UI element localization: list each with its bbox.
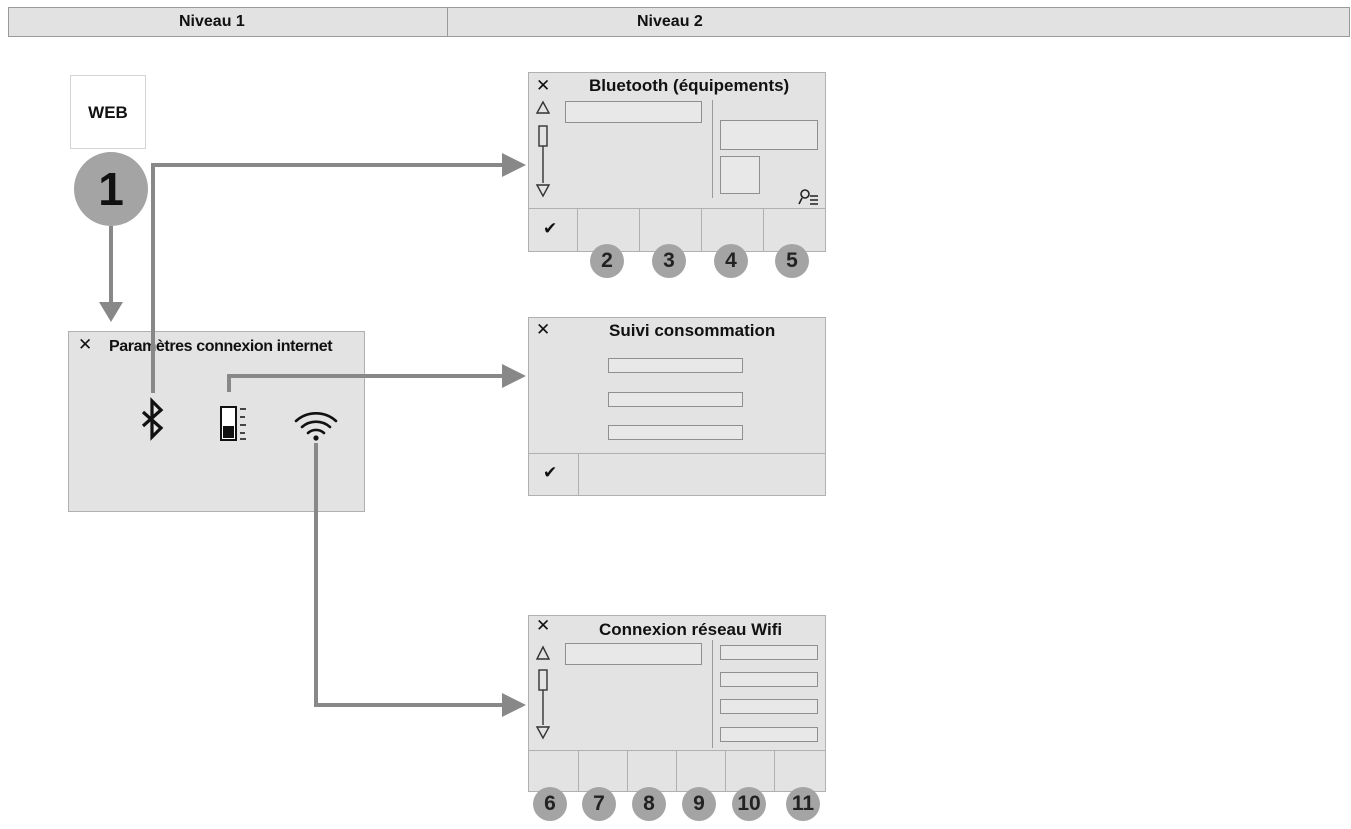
header-divider <box>447 7 448 37</box>
consumption-panel-title: Suivi consommation <box>609 321 776 340</box>
wifi-tab-button[interactable] <box>578 751 627 792</box>
panel-divider <box>712 640 713 748</box>
step-badge-5: 5 <box>775 244 809 278</box>
confirm-icon[interactable]: ✔ <box>543 463 558 482</box>
network-list-field <box>565 643 702 665</box>
step-badge-8: 8 <box>632 787 666 821</box>
wifi-tab-button[interactable] <box>627 751 676 792</box>
level1-label: Niveau 1 <box>179 13 245 30</box>
bluetooth-panel-title: Bluetooth (équipements) <box>589 76 790 95</box>
bluetooth-tab-button[interactable] <box>577 209 639 252</box>
arrow-head-wifi <box>502 693 526 717</box>
wifi-tab-button[interactable] <box>774 751 826 792</box>
consumption-field <box>608 392 743 407</box>
button-bar-divider <box>528 453 826 454</box>
wifi-info-field <box>720 699 818 714</box>
wifi-info-field <box>720 727 818 742</box>
arrow-to-wifi <box>314 443 506 707</box>
arrow-to-bluetooth <box>151 163 506 393</box>
bluetooth-tab-button[interactable] <box>763 209 826 252</box>
wifi-panel-title: Connexion réseau Wifi <box>599 620 783 639</box>
internet-settings-title: Paramètres connexion internet <box>109 338 333 355</box>
wifi-info-field <box>720 672 818 687</box>
close-icon[interactable]: ✕ <box>78 335 93 354</box>
arrow-head-consumption <box>502 364 526 388</box>
step-badge-9: 9 <box>682 787 716 821</box>
button-bar-divider <box>528 750 826 751</box>
step-badge-1: 1 <box>74 152 148 226</box>
device-image-field <box>720 156 760 194</box>
bluetooth-tab-button[interactable] <box>701 209 763 252</box>
level2-label: Niveau 2 <box>637 13 703 30</box>
arrow-head-menu <box>99 302 123 322</box>
wifi-scrollbar <box>535 645 551 740</box>
device-info-field <box>720 120 818 150</box>
device-list-field <box>565 101 702 123</box>
level-header: Niveau 1 Niveau 2 <box>8 7 1350 37</box>
wifi-tab-button[interactable] <box>676 751 725 792</box>
bluetooth-tab-button[interactable] <box>639 209 701 252</box>
step-badge-6: 6 <box>533 787 567 821</box>
bluetooth-icon <box>141 397 164 441</box>
step-badge-2: 2 <box>590 244 624 278</box>
wifi-tab-button[interactable] <box>725 751 774 792</box>
step-badge-10: 10 <box>732 787 766 821</box>
close-icon[interactable]: ✕ <box>536 320 551 339</box>
consumption-action-button[interactable] <box>578 454 826 496</box>
wifi-info-field <box>720 645 818 660</box>
confirm-icon[interactable]: ✔ <box>543 219 558 238</box>
button-bar-divider <box>528 208 826 209</box>
step-badge-3: 3 <box>652 244 686 278</box>
arrow-head-bluetooth <box>502 153 526 177</box>
arrow-to-consumption <box>227 374 506 392</box>
panel-divider <box>712 100 713 198</box>
data-usage-icon <box>220 406 246 441</box>
device-search-icon <box>798 189 818 205</box>
close-icon[interactable]: ✕ <box>536 76 551 95</box>
bluetooth-scrollbar <box>535 100 551 198</box>
wifi-icon <box>294 412 338 441</box>
step-badge-7: 7 <box>582 787 616 821</box>
close-icon[interactable]: ✕ <box>536 616 551 635</box>
consumption-field <box>608 358 743 373</box>
consumption-field <box>608 425 743 440</box>
web-button[interactable]: WEB <box>70 75 146 149</box>
step-badge-4: 4 <box>714 244 748 278</box>
step-badge-11: 11 <box>786 787 820 821</box>
